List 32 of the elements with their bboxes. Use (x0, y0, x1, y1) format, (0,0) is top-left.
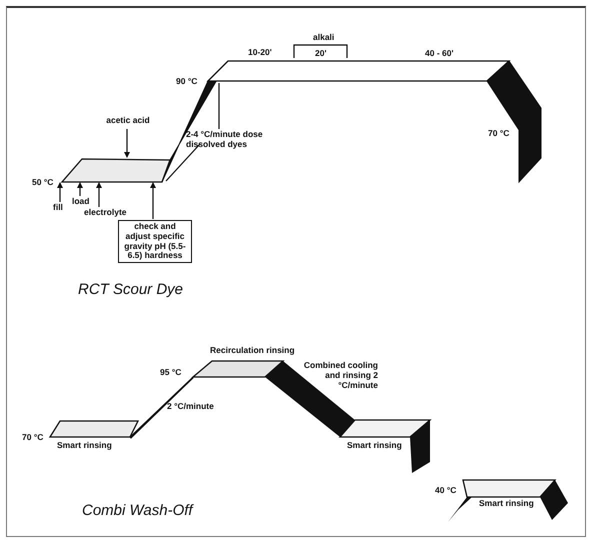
profile-label: Smart rinsing (57, 441, 112, 451)
profile-label: 50 °C (32, 178, 54, 188)
profile-label: 90 °C (176, 77, 198, 87)
temperature-profile-band (60, 60, 542, 184)
profile-label: 40 °C (435, 486, 456, 496)
arrow (77, 182, 83, 196)
arrow (57, 182, 63, 202)
profile-label: Combined cooling and rinsing 2 °C/minute (302, 361, 378, 390)
profile-title: Combi Wash-Off (82, 502, 193, 520)
profile-label: 70 °C (22, 433, 44, 443)
profile-label: 10-20' (248, 48, 272, 58)
profile-label: 95 °C (160, 368, 182, 378)
profile-label: Smart rinsing (479, 499, 534, 509)
profile-title: RCT Scour Dye (78, 281, 184, 298)
arrow (150, 182, 156, 219)
step-label: acetic acid (100, 116, 156, 126)
profile-label: 2 °C/minute (167, 402, 214, 412)
step-label: fill (53, 203, 67, 213)
profile-label: 40 - 60' (425, 49, 454, 59)
arrow (124, 129, 130, 158)
profile-label: Smart rinsing (347, 441, 402, 451)
leader-line (166, 144, 200, 182)
step-label: load (72, 197, 92, 207)
step-label: 2-4 °C/minute dose dissolved dyes (186, 130, 268, 150)
profile-label: 20' (315, 49, 326, 59)
profile-label: 70 °C (488, 129, 510, 139)
profile-label: Recirculation rinsing (210, 346, 295, 356)
arrow (96, 182, 102, 207)
step-label: electrolyte (84, 208, 124, 218)
profile-label: alkali (313, 33, 334, 43)
instruction-box: check and adjust specific gravity pH (5.5-6.5) hardness (118, 220, 192, 264)
leader-line (218, 83, 220, 129)
